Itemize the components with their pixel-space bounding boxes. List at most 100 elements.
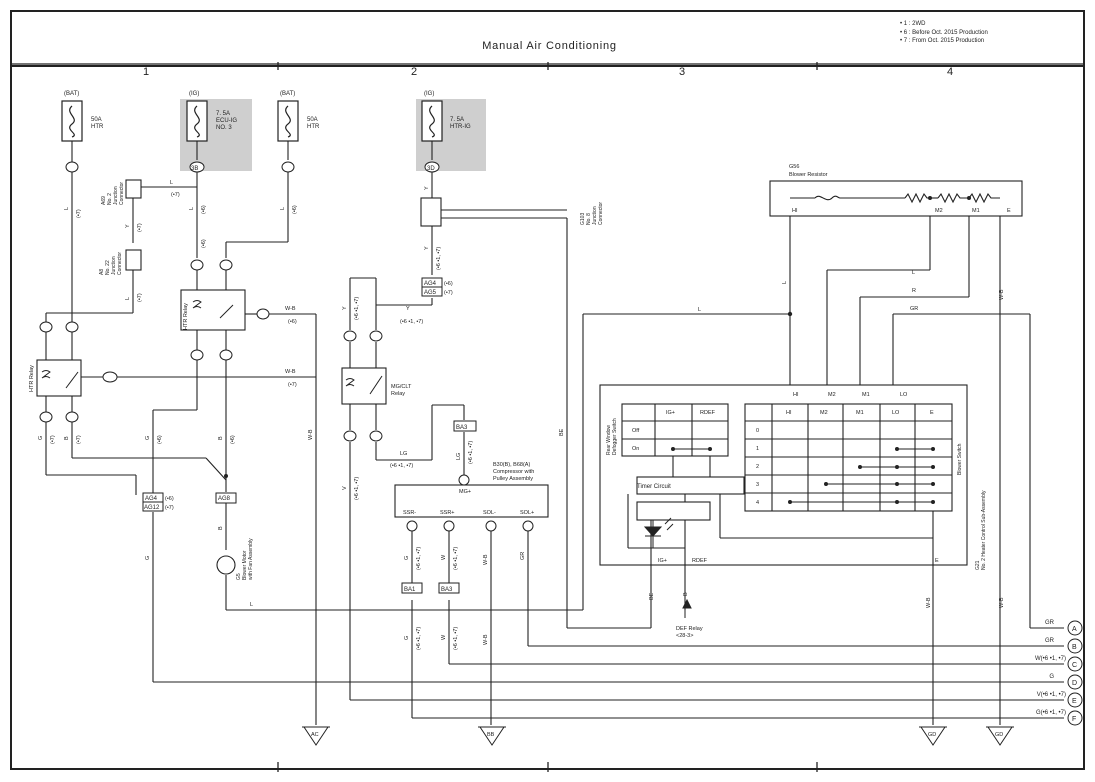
pin-m2: M2: [828, 392, 836, 398]
vw-wb-5: W-B: [926, 597, 932, 608]
vw-l-3: L: [280, 207, 286, 210]
output-letters: A B C D E F: [1072, 626, 1077, 723]
note-6: • 6 : Before Oct. 2015 Production: [900, 29, 988, 36]
page-title: Manual Air Conditioning: [482, 40, 617, 52]
vw-7-5: (•7): [76, 435, 82, 444]
output-e-wire: V(•6 •1, •7): [1037, 692, 1066, 698]
vw-b-4: B: [683, 592, 689, 596]
column-2: 2: [411, 66, 417, 78]
htr-relay-2-label: HTR Relay: [29, 365, 35, 392]
vw-6-4: (•6): [157, 435, 163, 444]
column-header: [10, 62, 1085, 772]
vw-g-2: G: [145, 436, 151, 440]
vw-6-5: (•6): [230, 435, 236, 444]
vw-b-3: B: [218, 526, 224, 530]
blower-motor-label: G5Blower Motorwith Fan Assembly: [236, 538, 254, 580]
vw-617-5: (•6 •1, •7): [416, 547, 422, 570]
vertical-wire-labels: L (•7) L (•6) (•6) L (•6) Y (•7) L (•7) …: [38, 186, 1005, 650]
output-a: A: [1072, 626, 1077, 633]
vw-be-2: BE: [649, 592, 655, 600]
output-b-wire: GR: [1045, 638, 1055, 644]
wire-gr-1: GR: [910, 306, 918, 312]
ground-bb: BB: [487, 732, 495, 738]
column-3: 3: [679, 66, 685, 78]
bt-header-m2: M2: [820, 410, 828, 416]
var-7-1: (•7): [171, 192, 180, 198]
vw-617-4: (•6 •1, •7): [468, 441, 474, 464]
wire-r-1: R: [912, 288, 916, 294]
vw-l-2: L: [189, 207, 195, 210]
pin-ssr-plus: SSR+: [440, 510, 455, 516]
vw-7-4: (•7): [50, 435, 56, 444]
vw-617-2: (•6 •1, •7): [354, 297, 360, 320]
vw-617-7: (•6 •1, •7): [416, 627, 422, 650]
var-6-3: (•6): [444, 281, 453, 287]
vw-v-1: V: [342, 486, 348, 490]
junction-dots: [224, 196, 971, 504]
note-1: • 1 : 2WD: [900, 21, 926, 27]
pin-hi: HI: [793, 392, 799, 398]
vw-617-8: (•6 •1, •7): [453, 627, 459, 650]
connector-labels: AG4 AG5 BA3 AG4 AG12 AG8 BA1 BA3 3B 3D: [144, 166, 468, 593]
var-7-2: (•7): [288, 382, 297, 388]
var-7-4: (•7): [444, 290, 453, 296]
rdef-row-on: On: [632, 446, 639, 452]
rdef-header-ig: IG+: [666, 410, 675, 416]
junction-a8-label: A8No. 22JunctionConnector: [99, 252, 123, 275]
vw-y-3: Y: [424, 246, 430, 250]
vw-7-2: (•7): [137, 223, 143, 232]
junction-a69-label: A69No. 2JunctionConnector: [101, 182, 125, 205]
conn-ba3-1: BA3: [456, 425, 468, 431]
pin-sol-minus: SOL-: [483, 510, 496, 516]
bt-row-3: 3: [756, 482, 759, 488]
rdef-table-text: IG+ RDEF Off On: [632, 410, 716, 452]
vw-6-2: (•6): [201, 239, 207, 248]
vw-be-1: BE: [559, 428, 565, 436]
vw-617-1: (•6 •1, •7): [436, 247, 442, 270]
vw-lg-1: LG: [456, 453, 462, 460]
bt-row-2: 2: [756, 464, 759, 470]
relay-internals: [41, 300, 674, 548]
blower-switch-label: Blower Switch: [957, 443, 963, 475]
fuse-1-source: (BAT): [64, 91, 79, 97]
fuse-2-source: (IG): [189, 91, 199, 97]
conn-ag8: AG8: [218, 496, 231, 502]
ground-gd-2: GD: [995, 732, 1003, 738]
wire-wb-2: W-B: [285, 369, 296, 375]
res-pin-e: E: [1007, 208, 1011, 214]
wire-labels: L W-B W-B Y LG L L L R GR (•7) (•6) (•7)…: [165, 180, 918, 608]
output-d: D: [1072, 680, 1077, 687]
conn-ag12: AG12: [144, 505, 160, 511]
pin-lo: LO: [900, 392, 908, 398]
variant-notes: • 1 : 2WD • 6 : Before Oct. 2015 Product…: [900, 20, 988, 46]
output-f: F: [1072, 716, 1076, 723]
vw-617-6: (•6 •1, •7): [453, 547, 459, 570]
vw-l-4: L: [125, 297, 131, 300]
vw-gr-1: GR: [520, 552, 526, 560]
ground-gd-1: GD: [928, 732, 936, 738]
note-7: • 7 : From Oct. 2015 Production: [900, 38, 985, 44]
wire-lg-1: LG: [400, 451, 407, 457]
junction-g103-label: G103No. 8JunctionConnector: [580, 202, 604, 225]
pin-ig-plus: IG+: [658, 558, 667, 564]
wires: [36, 141, 1064, 725]
vw-w-2: W: [441, 634, 447, 640]
vw-wb-2: W-B: [483, 554, 489, 565]
connector-pins: [39, 161, 1083, 726]
vw-g-4: G: [404, 556, 410, 560]
blower-table-text: HI M2 M1 LO E 0 1 2 3 4: [756, 410, 934, 506]
column-4: 4: [947, 66, 953, 78]
vw-7-1: (•7): [76, 209, 82, 218]
vw-g-1: G: [38, 436, 44, 440]
fuse-3-source: (BAT): [280, 91, 295, 97]
pin-ssr-minus: SSR-: [403, 510, 416, 516]
conn-ba1: BA1: [404, 587, 416, 593]
pin-m1: M1: [862, 392, 870, 398]
vw-617-3: (•6 •1, •7): [354, 477, 360, 500]
